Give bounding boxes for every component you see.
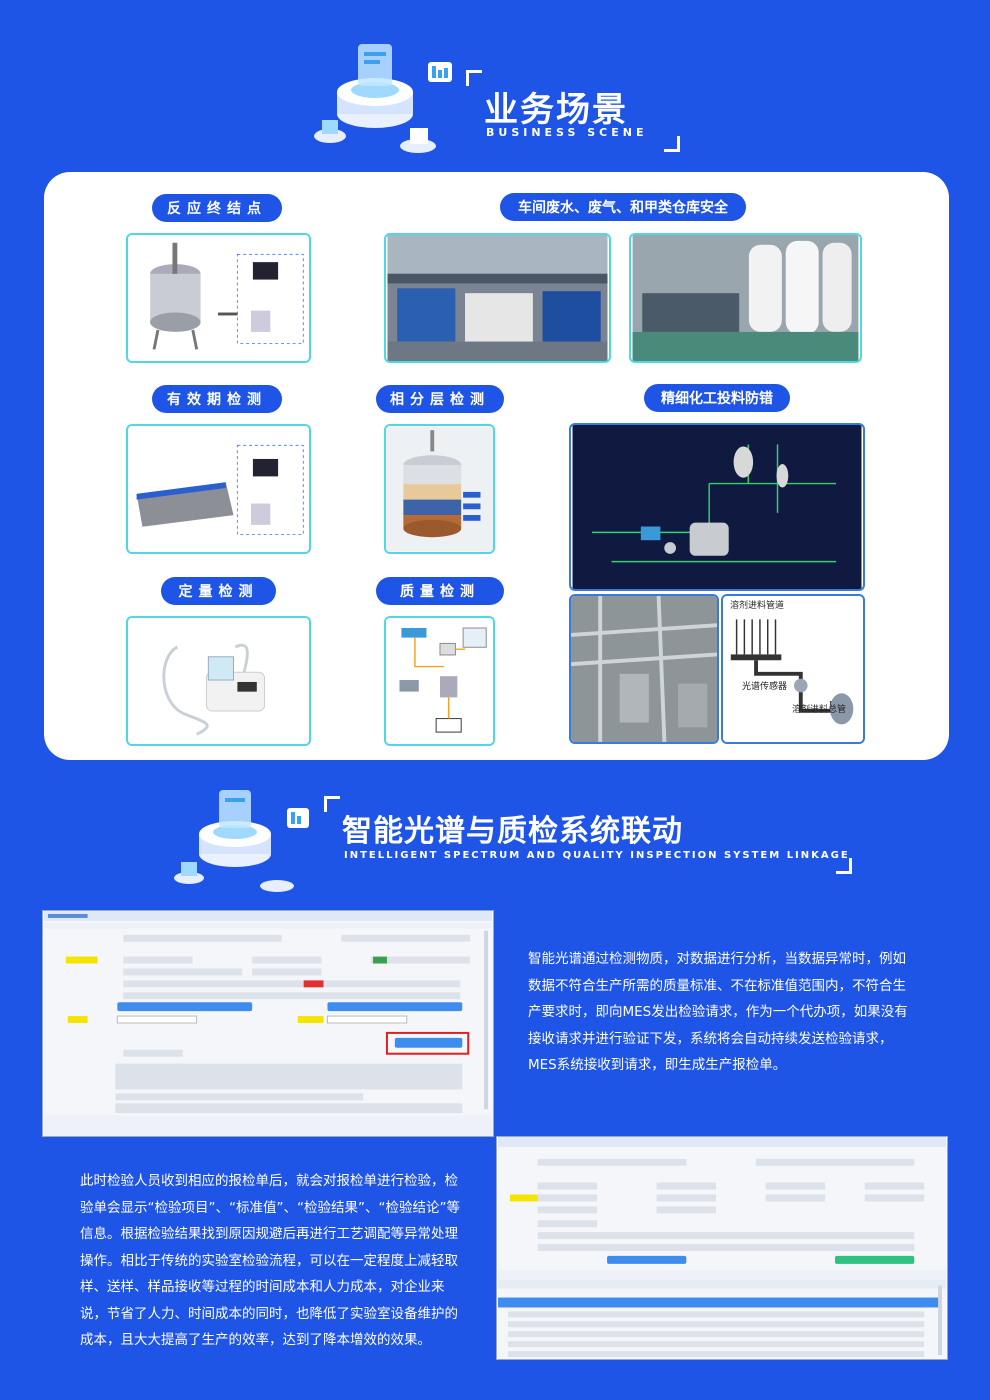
label-wastewater: 车间废水、废气、和甲类仓库安全 xyxy=(500,193,746,221)
section2-title: 智能光谱与质检系统联动 xyxy=(342,814,683,849)
label-validity: 有效期检测 xyxy=(152,385,282,413)
validity-image xyxy=(126,424,311,554)
plant-photo xyxy=(569,594,719,744)
platform-illustration-1 xyxy=(300,32,470,162)
label-reaction-end: 反应终结点 xyxy=(152,194,282,222)
paragraph-spectrum-text: 智能光谱通过检测物质，对数据进行分析，当数据异常时，例如数据不符合生产所需的质量… xyxy=(528,951,908,1073)
section1-title: 业务场景 xyxy=(484,90,628,130)
label-phase: 相分层检测 xyxy=(376,385,504,413)
tank-room-image xyxy=(629,233,862,363)
pipeline-diagram xyxy=(721,594,865,744)
platform-illustration-2 xyxy=(165,782,330,897)
spectral-sensor-label: 光谱传感器 xyxy=(742,682,788,692)
warehouse-image xyxy=(384,233,611,363)
phase-image xyxy=(384,424,495,554)
quality-diagram xyxy=(384,616,495,746)
label-fine-chem: 精细化工投料防错 xyxy=(644,384,790,412)
inspection-list-screenshot xyxy=(496,1136,948,1360)
quantitative-image xyxy=(126,616,311,746)
paragraph-inspection: 此时检验人员收到相应的报检单后，就会对报检单进行检验，检验单会显示“检验项目”、… xyxy=(80,1168,466,1354)
bracket-bottom-right xyxy=(664,136,680,152)
paragraph-spectrum: 智能光谱通过检测物质，对数据进行分析，当数据异常时，例如数据不符合生产所需的质量… xyxy=(528,946,916,1079)
bracket-top-left xyxy=(466,70,482,86)
solvent-pipe-label: 溶剂进料管道 xyxy=(730,601,785,611)
section2-subtitle: INTELLIGENT SPECTRUM AND QUALITY INSPECT… xyxy=(344,850,850,861)
bracket2-bottom-right xyxy=(836,858,852,874)
bracket2-top-left xyxy=(324,796,340,812)
label-quality: 质量检测 xyxy=(376,577,504,605)
mes-form-screenshot xyxy=(42,910,494,1137)
solvent-main-label: 溶剂进料总管 xyxy=(792,705,847,715)
section1-subtitle: BUSINESS SCENE xyxy=(486,126,648,139)
paragraph-inspection-text: 此时检验人员收到相应的报检单后，就会对报检单进行检验，检验单会显示“检验项目”、… xyxy=(80,1173,460,1348)
reactor-image xyxy=(126,233,311,363)
scada-diagram xyxy=(569,423,865,591)
label-quantitative: 定量检测 xyxy=(161,577,276,605)
